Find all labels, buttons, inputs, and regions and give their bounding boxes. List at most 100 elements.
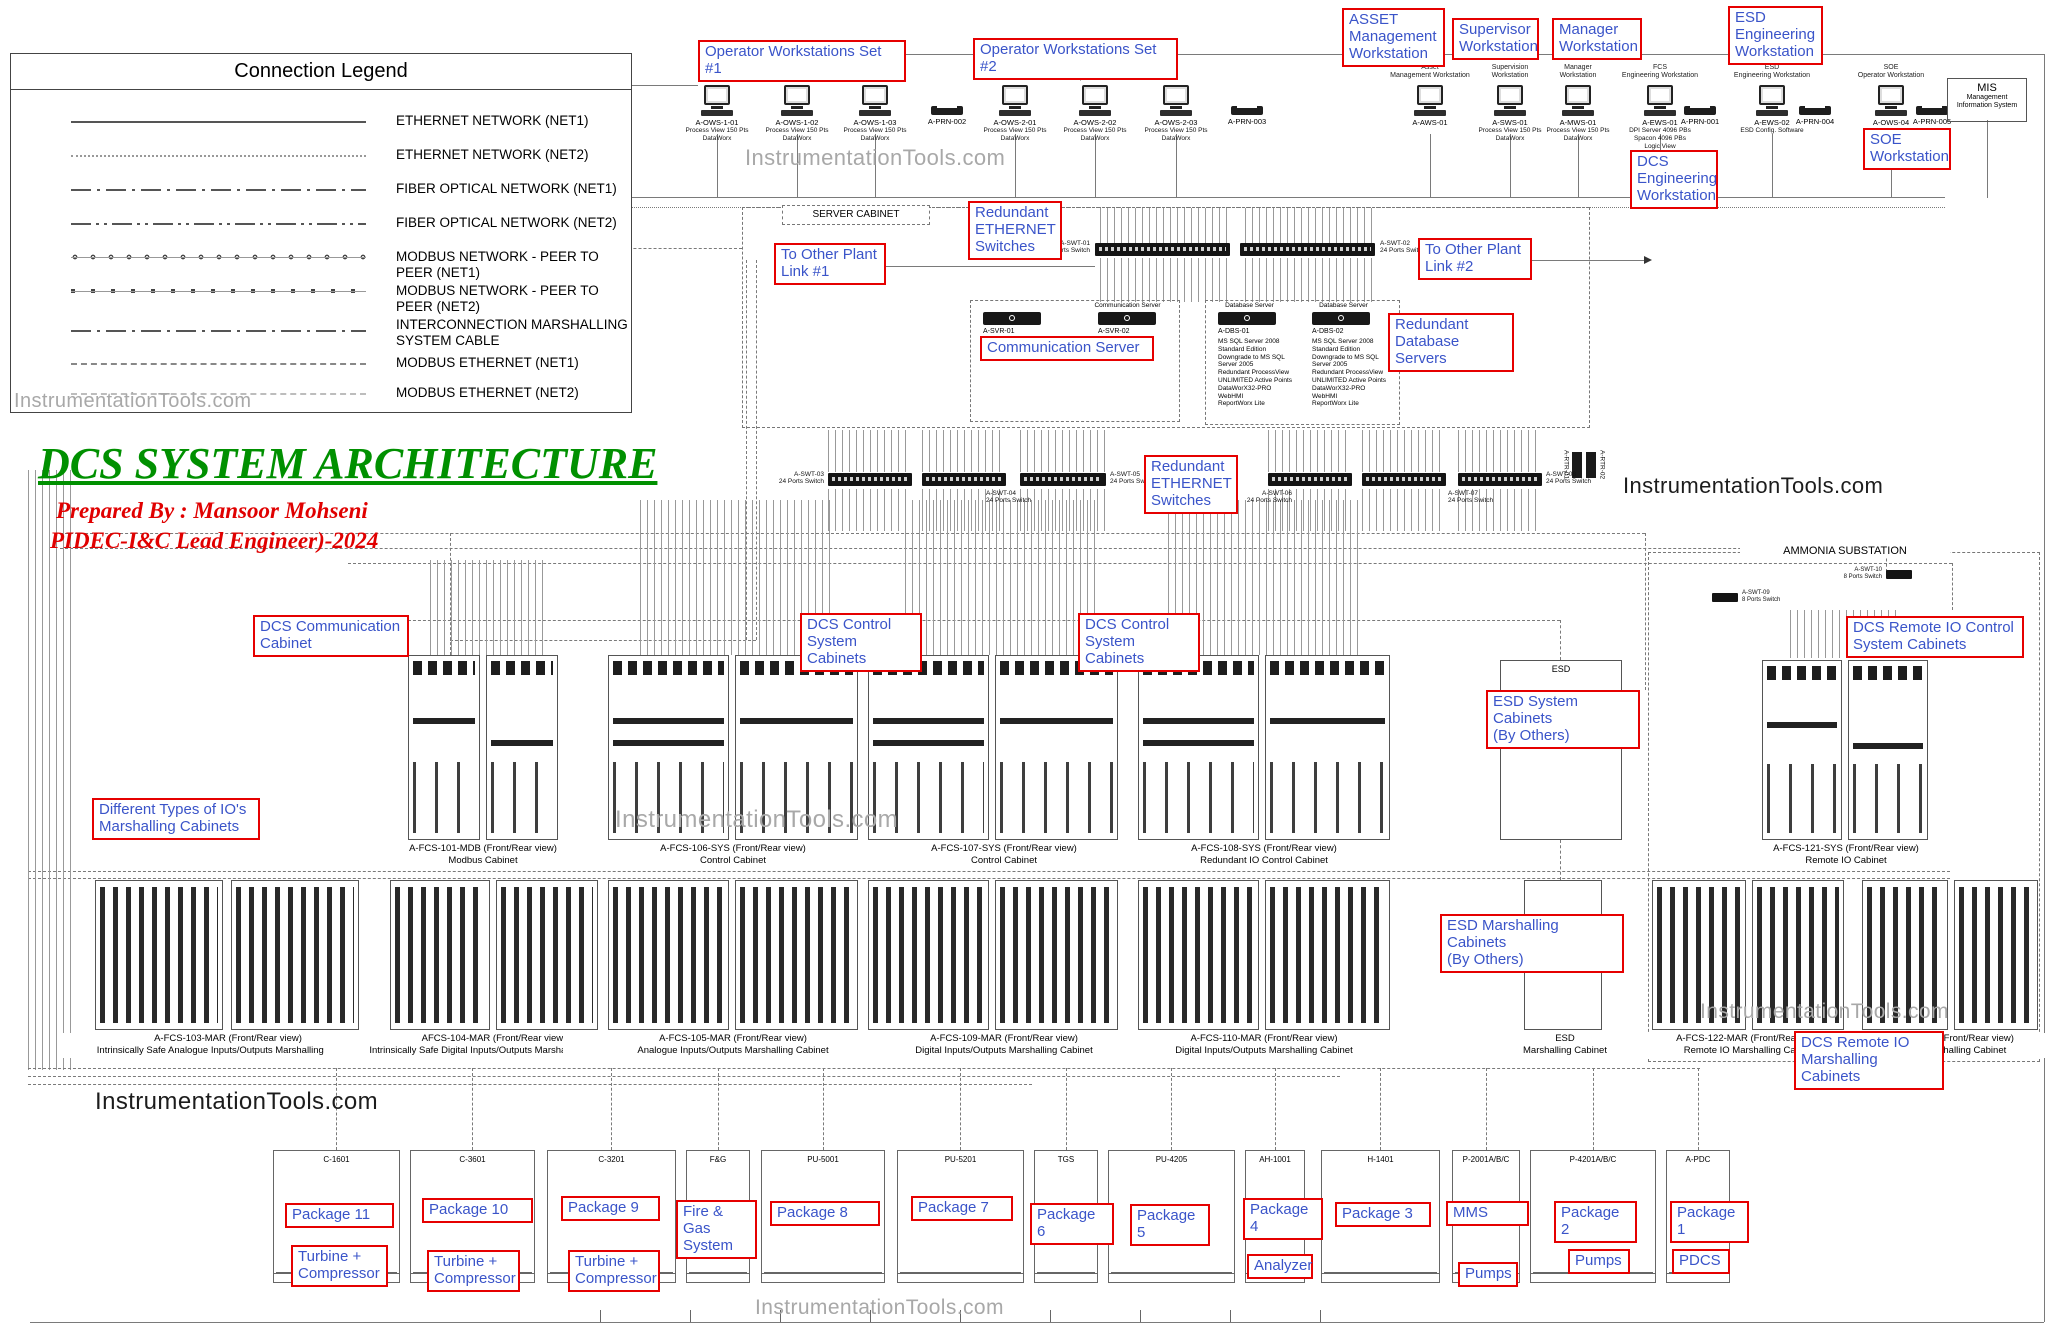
cabinet-label: A-FCS-101-MDB (Front/Rear view)Modbus Ca…	[363, 843, 603, 868]
mis-title: MIS	[1977, 82, 1997, 94]
package-footer	[1322, 1273, 1439, 1282]
diagram-title: DCS SYSTEM ARCHITECTURE	[38, 439, 658, 488]
server-icon	[1218, 312, 1276, 325]
package-wire	[472, 1068, 473, 1150]
server-caption: Database Server	[1319, 302, 1368, 309]
line-sample-modbus-eth-net2	[71, 393, 366, 401]
ws-wire	[1430, 134, 1431, 197]
monitor-icon	[1163, 85, 1189, 105]
marshalling-cabinet	[1652, 880, 1746, 1030]
monitor-icon	[1759, 85, 1785, 105]
routing-wire	[756, 260, 757, 640]
watermark: InstrumentationTools.com	[1623, 473, 1884, 498]
server-caption: Communication Server	[1094, 302, 1161, 309]
callout-package-11: Package 11	[285, 1203, 394, 1228]
marshalling-cabinet	[1862, 880, 1948, 1030]
callout-soe-ws: SOE Workstation	[1863, 128, 1951, 170]
package-wire	[1171, 1068, 1172, 1150]
monitor-icon	[862, 85, 888, 105]
switch-a-swt-10	[1886, 570, 1912, 579]
line-sample-ethernet-net2	[71, 155, 366, 163]
border-right	[2044, 54, 2045, 1322]
router-label: A-RTR-01	[1562, 450, 1570, 480]
callout-package-6: Package 6	[1030, 1203, 1114, 1245]
callout-package-3: Package 3	[1335, 1202, 1431, 1227]
bottom-stubs	[600, 1310, 1340, 1322]
modbus-collector	[28, 1068, 1700, 1069]
server-cabinet-label: SERVER CABINET	[812, 209, 900, 220]
package-footer	[1035, 1273, 1097, 1282]
callout-comm-server: Communication Server	[980, 336, 1154, 361]
keyboard-icon	[1494, 110, 1526, 116]
package-footer	[762, 1273, 884, 1282]
server-caption: Database Server	[1225, 302, 1274, 309]
wire-bundle	[1458, 489, 1542, 531]
wire-bundle	[1100, 208, 1230, 243]
plant-link-wire	[1532, 260, 1644, 261]
routing-wire	[60, 533, 1645, 534]
cabinet-label: A-FCS-110-MAR (Front/Rear view)Digital I…	[1094, 1033, 1434, 1058]
cabinet-control-rear	[1265, 655, 1390, 840]
modbus-collector	[28, 1076, 1340, 1077]
legend-row: MODBUS NETWORK - PEER TO PEER (NET1)	[11, 248, 631, 280]
callout-package-8: Package 8	[770, 1201, 880, 1226]
callout-package-1-equip: PDCS	[1672, 1249, 1730, 1274]
ws-wire	[1772, 134, 1773, 197]
callout-esd-system-cabinets: ESD System Cabinets (By Others)	[1486, 690, 1640, 749]
ws-wire	[797, 134, 798, 197]
line-sample-fiber-net2	[71, 223, 366, 225]
routing-wire	[1560, 620, 1561, 660]
package-wire	[1380, 1068, 1381, 1150]
callout-plant-link1: To Other Plant Link #1	[774, 243, 886, 285]
switch-a-swt-06	[1268, 473, 1352, 486]
wire-bundle	[1245, 208, 1375, 243]
wire-bundle	[28, 470, 74, 1070]
mis-link	[1987, 120, 1988, 198]
package-wire	[960, 1068, 961, 1150]
switch-a-swt-07	[1362, 473, 1446, 486]
cabinet-control-front	[608, 655, 729, 840]
wire-bundle	[1268, 430, 1352, 472]
monitor-icon	[1082, 85, 1108, 105]
wire-bundle	[1020, 430, 1106, 472]
marshalling-cabinet	[995, 880, 1118, 1030]
arrow-icon	[1644, 256, 1652, 264]
package-wire	[336, 1068, 337, 1150]
keyboard-icon	[1160, 110, 1192, 116]
line-sample-modbus-net2	[71, 287, 366, 295]
line-sample-modbus-net1	[71, 253, 366, 261]
routing-wire	[1952, 563, 1953, 610]
connection-legend: Connection Legend ETHERNET NETWORK (NET1…	[10, 53, 632, 413]
cabinet-label: A-FCS-108-SYS (Front/Rear view)Redundant…	[1144, 843, 1384, 868]
package-wire	[823, 1068, 824, 1150]
routing-wire	[1886, 548, 1887, 572]
marshalling-cabinet	[390, 880, 490, 1030]
modbus-collector	[28, 1084, 1032, 1085]
line-sample-interconnection	[71, 330, 366, 332]
marshalling-cabinet	[1752, 880, 1844, 1030]
routing-wire	[348, 563, 1952, 564]
server-group-outline	[970, 300, 1180, 422]
server-id: A-SVR-01	[983, 328, 1015, 335]
watermark: InstrumentationTools.com	[14, 390, 252, 412]
switch-a-swt-08	[1458, 473, 1542, 486]
plant-link-wire	[886, 266, 1095, 267]
wire-bundle	[1362, 489, 1446, 531]
router-label: A-RTR-02	[1598, 450, 1606, 480]
legend-row: INTERCONNECTION MARSHALLING SYSTEM CABLE	[11, 316, 631, 348]
callout-dcs-control-cabinets-1: DCS Control System Cabinets	[800, 613, 922, 672]
watermark: InstrumentationTools.com	[615, 806, 899, 833]
legend-row: FIBER OPTICAL NETWORK (NET2)	[11, 214, 631, 234]
server-cabinet-outline	[742, 207, 1590, 428]
cabinet-label: A-FCS-121-SYS (Front/Rear view)Remote IO…	[1726, 843, 1966, 868]
marshalling-cabinet	[608, 880, 729, 1030]
switch-a-swt-03	[828, 473, 912, 486]
monitor-icon	[1002, 85, 1028, 105]
ws-wire	[1095, 134, 1096, 197]
printer-icon	[1231, 106, 1263, 115]
